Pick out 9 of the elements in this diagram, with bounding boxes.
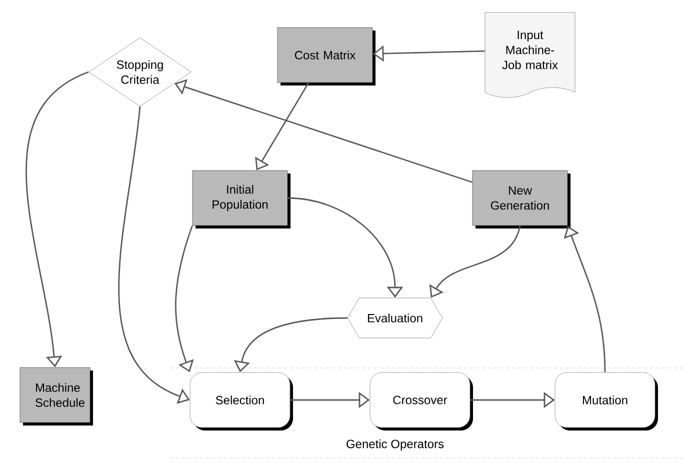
process-box: Initial Population xyxy=(192,170,290,228)
process-box: Machine Schedule xyxy=(20,367,93,426)
process-box: Crossover xyxy=(370,372,473,430)
process-box: Cost Matrix xyxy=(277,27,376,86)
process-hexagon: Evaluation xyxy=(347,298,443,338)
group-label: Genetic Operators xyxy=(346,439,444,451)
process-box: Selection xyxy=(190,372,293,430)
process-box: Mutation xyxy=(554,372,658,430)
process-box: New Generation xyxy=(472,170,570,228)
